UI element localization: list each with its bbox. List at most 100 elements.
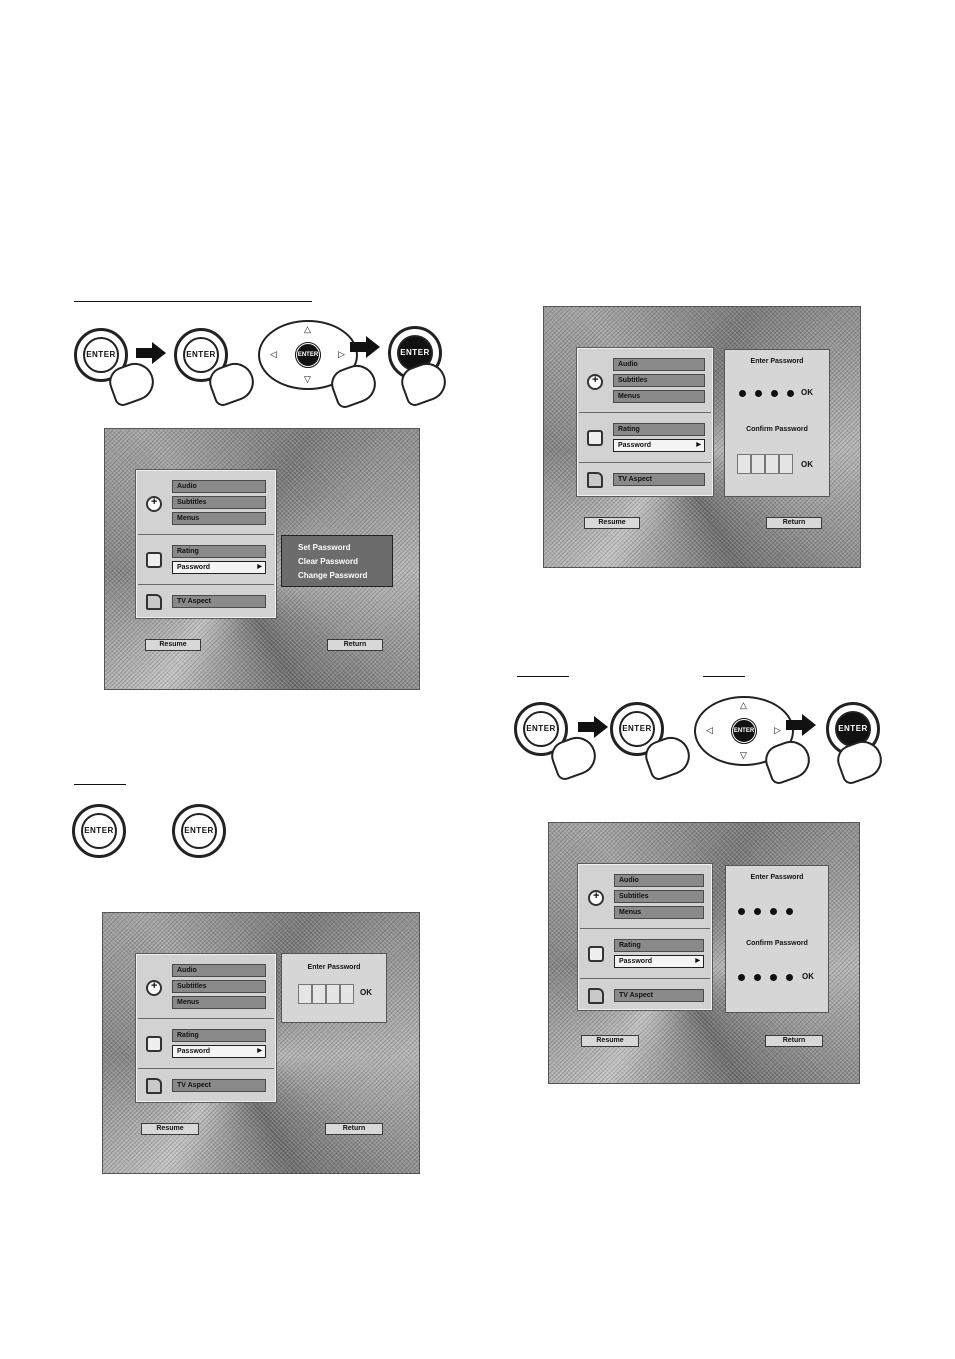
dpad-enter-label: ENTER: [733, 728, 755, 734]
ok-button[interactable]: OK: [801, 388, 813, 397]
menu-divider: [138, 584, 274, 585]
menu-item-rating[interactable]: Rating: [613, 423, 705, 436]
folder-icon: [146, 594, 162, 610]
password-digit-slot[interactable]: [326, 984, 340, 1004]
menu-item-rating[interactable]: Rating: [172, 545, 266, 558]
arrow-left-icon[interactable]: ◁: [270, 349, 277, 359]
menu-item-rating[interactable]: Rating: [172, 1029, 266, 1042]
menu-item-rating[interactable]: Rating: [614, 939, 704, 952]
password-digit-slot[interactable]: [340, 984, 354, 1004]
setup-menu-panel: Audio Subtitles Menus Rating Password TV…: [577, 863, 713, 1011]
resume-button[interactable]: Resume: [581, 1035, 639, 1047]
password-digit-slot[interactable]: [298, 984, 312, 1004]
enter-button[interactable]: ENTER: [172, 804, 226, 858]
menu-item-subtitles[interactable]: Subtitles: [172, 980, 266, 993]
enter-button-label: ENTER: [86, 350, 116, 359]
menu-item-audio[interactable]: Audio: [172, 964, 266, 977]
menu-item-audio[interactable]: Audio: [614, 874, 704, 887]
menu-item-password[interactable]: Password: [614, 955, 704, 968]
resume-button[interactable]: Resume: [141, 1123, 199, 1135]
enter-button-label: ENTER: [622, 724, 652, 733]
arrow-down-icon[interactable]: ▽: [304, 374, 311, 384]
heading-underline-1: [74, 301, 312, 302]
ok-button[interactable]: OK: [802, 972, 814, 981]
setup-menu-panel: Audio Subtitles Menus Rating Password TV…: [135, 953, 277, 1103]
password-dot: [755, 390, 762, 397]
menu-item-tv-aspect[interactable]: TV Aspect: [172, 595, 266, 608]
password-dot: [786, 908, 793, 915]
password-digit-slot[interactable]: [737, 454, 751, 474]
arrow-left-icon[interactable]: ◁: [706, 725, 713, 735]
lock-icon: [146, 552, 162, 568]
enter-button-label: ENTER: [84, 826, 114, 835]
setup-menu-panel: Audio Subtitles Menus Rating Password TV…: [135, 469, 277, 619]
password-dot: [754, 974, 761, 981]
password-dot: [771, 390, 778, 397]
arrow-up-icon[interactable]: △: [740, 700, 747, 710]
resume-button[interactable]: Resume: [584, 517, 640, 529]
ok-button[interactable]: OK: [801, 460, 813, 469]
screen-password-confirmed: Audio Subtitles Menus Rating Password TV…: [548, 822, 860, 1084]
menu-item-audio[interactable]: Audio: [172, 480, 266, 493]
dpad-enter-button[interactable]: ENTER: [730, 717, 758, 745]
screen-password-submenu: Audio Subtitles Menus Rating Password TV…: [104, 428, 420, 690]
heading-underline-3: [517, 676, 569, 677]
dpad-enter-button[interactable]: ENTER: [294, 341, 322, 369]
arrow-down-icon[interactable]: ▽: [740, 750, 747, 760]
menu-item-subtitles[interactable]: Subtitles: [614, 890, 704, 903]
menu-item-password[interactable]: Password: [172, 561, 266, 574]
menu-divider: [580, 928, 710, 929]
option-clear-password[interactable]: Clear Password: [298, 557, 359, 566]
return-button[interactable]: Return: [327, 639, 383, 651]
menu-item-tv-aspect[interactable]: TV Aspect: [172, 1079, 266, 1092]
password-dot: [770, 974, 777, 981]
menu-item-tv-aspect[interactable]: TV Aspect: [613, 473, 705, 486]
option-set-password[interactable]: Set Password: [298, 543, 351, 552]
resume-button[interactable]: Resume: [145, 639, 201, 651]
menu-item-menus[interactable]: Menus: [613, 390, 705, 403]
return-button[interactable]: Return: [325, 1123, 383, 1135]
enter-button[interactable]: ENTER: [74, 328, 128, 382]
password-digit-slot[interactable]: [779, 454, 793, 474]
enter-password-title: Enter Password: [750, 358, 804, 365]
password-dot: [754, 908, 761, 915]
enter-button[interactable]: ENTER: [514, 702, 568, 756]
menu-item-audio[interactable]: Audio: [613, 358, 705, 371]
password-dot: [787, 390, 794, 397]
step-sequence-1: ENTER ENTER △ ▽ ◁ ▷ ENTER ENTER: [70, 320, 452, 411]
direction-pad[interactable]: △ ▽ ◁ ▷ ENTER: [258, 320, 358, 390]
enter-button-label: ENTER: [184, 826, 214, 835]
menu-divider: [579, 412, 711, 413]
password-digit-slot[interactable]: [312, 984, 326, 1004]
menu-item-subtitles[interactable]: Subtitles: [613, 374, 705, 387]
menu-divider: [138, 1068, 274, 1069]
menu-item-menus[interactable]: Menus: [172, 996, 266, 1009]
menu-item-password[interactable]: Password: [172, 1045, 266, 1058]
menu-item-password[interactable]: Password: [613, 439, 705, 452]
enter-button[interactable]: ENTER: [174, 328, 228, 382]
menu-item-subtitles[interactable]: Subtitles: [172, 496, 266, 509]
password-digit-slot[interactable]: [751, 454, 765, 474]
arrow-right-icon[interactable]: ▷: [338, 349, 345, 359]
menu-item-menus[interactable]: Menus: [614, 906, 704, 919]
disc-icon: [588, 890, 604, 906]
menu-item-menus[interactable]: Menus: [172, 512, 266, 525]
arrow-up-icon[interactable]: △: [304, 324, 311, 334]
password-submenu-popup: Set Password Clear Password Change Passw…: [281, 535, 393, 587]
password-digit-slot[interactable]: [765, 454, 779, 474]
heading-underline-2: [74, 784, 126, 785]
enter-button[interactable]: ENTER: [610, 702, 664, 756]
password-dot: [738, 908, 745, 915]
option-change-password[interactable]: Change Password: [298, 571, 368, 580]
password-entry-panel: Enter Password Confirm Password OK: [725, 865, 829, 1013]
password-dot: [770, 908, 777, 915]
dpad-enter-label: ENTER: [297, 352, 319, 358]
arrow-right-icon[interactable]: ▷: [774, 725, 781, 735]
return-button[interactable]: Return: [765, 1035, 823, 1047]
ok-button[interactable]: OK: [360, 988, 372, 997]
menu-item-tv-aspect[interactable]: TV Aspect: [614, 989, 704, 1002]
return-button[interactable]: Return: [766, 517, 822, 529]
enter-button-label: ENTER: [400, 348, 430, 357]
enter-button-label: ENTER: [186, 350, 216, 359]
enter-button[interactable]: ENTER: [72, 804, 126, 858]
